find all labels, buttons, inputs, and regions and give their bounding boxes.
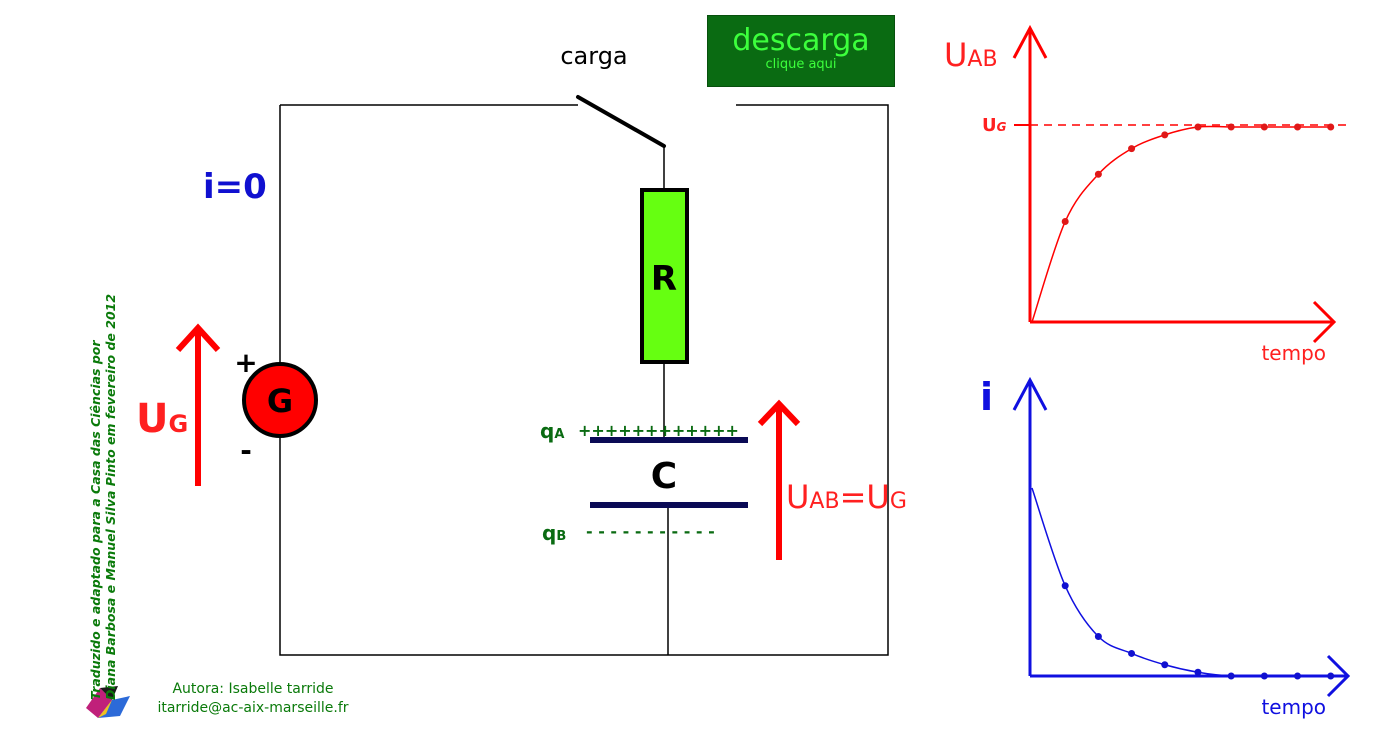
- voltage-curve: [1031, 125, 1331, 323]
- minus-sign: -: [240, 434, 252, 467]
- current-data-point: [1327, 672, 1335, 680]
- voltage-data-point: [1061, 218, 1069, 226]
- capacitor-voltage-arrowhead: [757, 399, 801, 427]
- voltage-y-label: UAB: [944, 36, 998, 74]
- current-data-point: [1128, 649, 1136, 657]
- switch-label: carga: [560, 42, 627, 70]
- current-y-arrowhead: [1012, 376, 1048, 411]
- asymptote-label: UG: [982, 115, 1007, 136]
- current-curve: [1031, 487, 1331, 678]
- voltage-data-point: [1327, 123, 1335, 131]
- current-label: i=0: [203, 167, 267, 207]
- charge-b-label: qB: [542, 521, 566, 545]
- wires: [279, 104, 889, 656]
- translation-credit: Traduzido e adaptado para a Casa das Ciê…: [88, 294, 118, 700]
- discharge-button-label: descarga: [732, 23, 870, 58]
- discharge-button-sublabel: clique aqui: [765, 57, 837, 72]
- current-data-point: [1294, 672, 1302, 680]
- source-voltage-arrowhead: [175, 323, 221, 353]
- resistor: [640, 188, 689, 364]
- capacitor-label: C: [651, 456, 677, 497]
- current-data-point: [1227, 672, 1235, 680]
- discharge-button[interactable]: descarga clique aqui: [707, 15, 895, 87]
- generator: [242, 362, 318, 438]
- author-email[interactable]: itarride@ac-aix-marseille.fr: [157, 700, 349, 716]
- voltage-data-point: [1294, 123, 1302, 131]
- author-credit: Autora: Isabelle tarride itarride@ac-aix…: [148, 680, 358, 718]
- voltage-chart: UAB tempo UG: [944, 24, 1350, 365]
- translation-credit-line2: Diana Barbosa e Manuel Silva Pinto em fe…: [103, 293, 118, 700]
- capacitor-voltage-label: UAB=UG: [786, 478, 907, 516]
- switch-lever[interactable]: [576, 95, 666, 148]
- plate-a-charges: ++++++++++++: [578, 421, 739, 440]
- voltage-x-label: tempo: [1261, 341, 1326, 365]
- voltage-y-arrowhead: [1012, 24, 1048, 59]
- source-voltage-label: UG: [136, 396, 188, 442]
- voltage-x-arrowhead: [1312, 300, 1337, 344]
- voltage-data-point: [1260, 123, 1268, 131]
- charge-a-label: qA: [540, 419, 564, 443]
- casa-das-ciencias-logo: [86, 686, 130, 718]
- voltage-data-point: [1094, 170, 1102, 178]
- voltage-data-point: [1161, 131, 1169, 139]
- generator-label: G: [267, 382, 293, 420]
- voltage-data-point: [1194, 123, 1202, 131]
- voltage-data-point: [1128, 145, 1136, 153]
- current-data-point: [1161, 661, 1169, 669]
- plus-sign: +: [234, 346, 257, 379]
- current-x-label: tempo: [1261, 695, 1326, 719]
- current-data-point: [1194, 668, 1202, 676]
- resistor-label: R: [651, 259, 677, 299]
- outer-wire: [279, 104, 889, 656]
- voltage-data-point: [1227, 123, 1235, 131]
- current-chart: i tempo: [980, 375, 1351, 719]
- current-x-arrowhead: [1326, 654, 1351, 698]
- translation-credit-line1: Traduzido e adaptado para a Casa das Ciê…: [88, 340, 103, 700]
- current-data-point: [1094, 633, 1102, 641]
- current-data-point: [1260, 672, 1268, 680]
- current-y-label: i: [980, 375, 993, 419]
- plate-b-charges: - - - - - - - - - - -: [586, 522, 715, 541]
- author-name: Autora: Isabelle tarride: [172, 681, 334, 697]
- current-data-point: [1061, 582, 1069, 590]
